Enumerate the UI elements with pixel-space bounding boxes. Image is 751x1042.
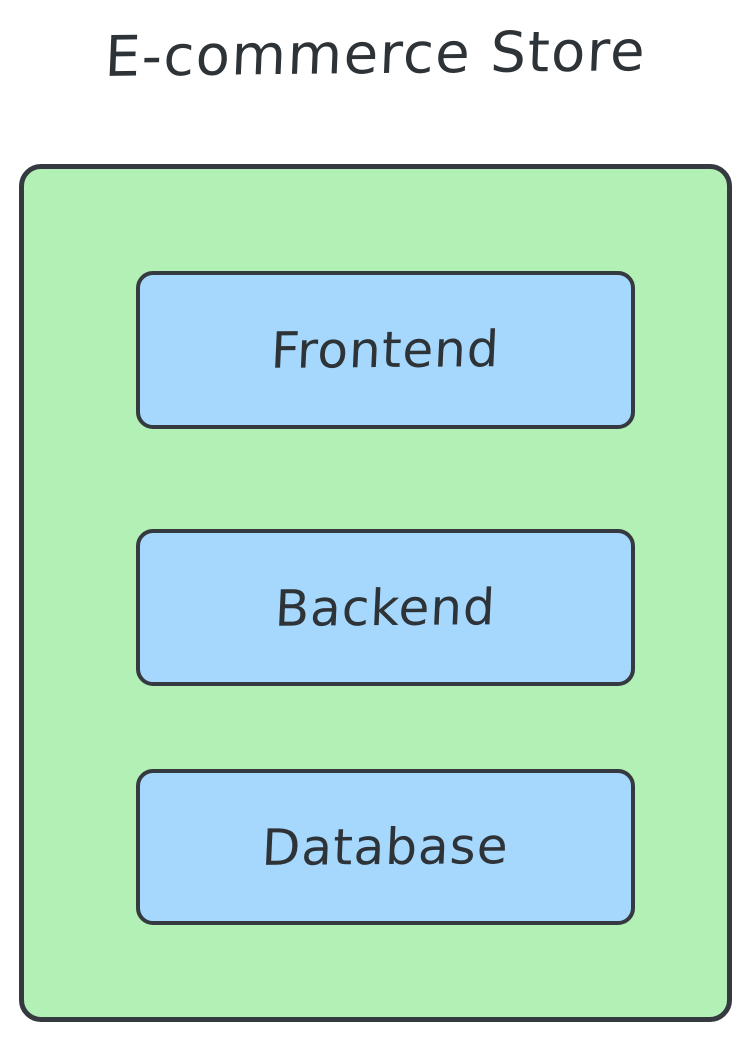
node-database[interactable]: Database bbox=[136, 769, 635, 925]
node-backend[interactable]: Backend bbox=[136, 529, 635, 686]
node-frontend[interactable]: Frontend bbox=[136, 271, 635, 429]
node-list: Frontend Backend Database bbox=[24, 169, 727, 1017]
node-backend-label: Backend bbox=[273, 577, 498, 638]
node-frontend-label: Frontend bbox=[269, 320, 502, 380]
node-database-label: Database bbox=[260, 817, 511, 877]
group-container-ecommerce-store[interactable]: Frontend Backend Database bbox=[19, 164, 732, 1022]
diagram-title: E-commerce Store bbox=[103, 19, 648, 90]
